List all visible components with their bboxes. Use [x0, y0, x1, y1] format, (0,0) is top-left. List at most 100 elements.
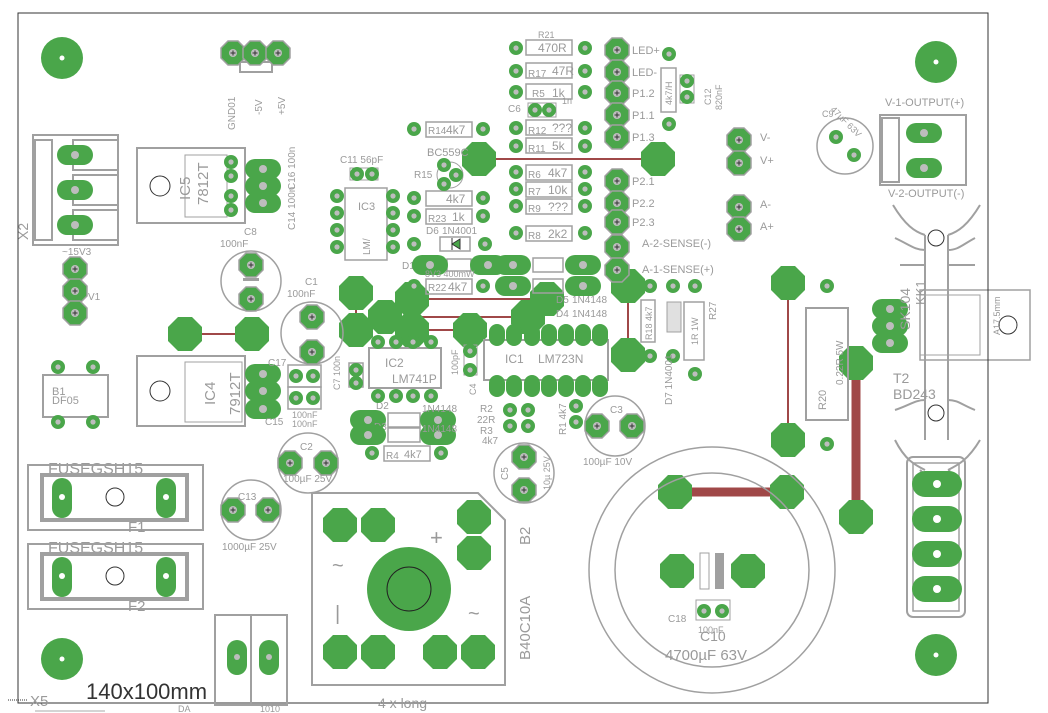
svg-text:4k7: 4k7 — [404, 449, 422, 461]
svg-text:100nF: 100nF — [698, 625, 724, 635]
svg-text:C2: C2 — [300, 442, 313, 453]
svg-text:X5: X5 — [30, 693, 48, 710]
svg-text:P2.3: P2.3 — [632, 217, 655, 229]
connector-x2: X2 — [15, 134, 119, 246]
capacitor-c1: C1 100nF — [280, 277, 344, 365]
capacitor-c2: C2 100µF 25V — [277, 432, 339, 494]
svg-text:P2.1: P2.1 — [632, 176, 655, 188]
svg-text:R22: R22 — [428, 283, 447, 294]
svg-text:D7 1N4001: D7 1N4001 — [664, 354, 675, 405]
svg-text:R15: R15 — [414, 170, 433, 181]
svg-text:|: | — [335, 603, 340, 625]
svg-text:R18 4k7: R18 4k7 — [644, 306, 654, 340]
a-header: A- A+ — [726, 194, 774, 242]
resistor-r12: R12??? — [509, 119, 592, 137]
output-connector-4pin — [906, 456, 966, 618]
capacitor-c12: C12 820nF — [679, 74, 724, 110]
resistor-r6: R6 4k7 — [509, 164, 592, 181]
svg-text:F2: F2 — [128, 598, 146, 615]
ac-sub-label: V1 — [88, 292, 101, 303]
svg-text:A-: A- — [760, 199, 771, 211]
fuse-f1: FUSEGSH15 F1 — [27, 461, 204, 536]
x1-net-top: V-1-OUTPUT(+) — [885, 97, 964, 109]
c13-value: 1000µF 25V — [222, 542, 277, 553]
mounting-hole-tr — [915, 41, 957, 83]
svg-text:V+: V+ — [760, 155, 774, 167]
svg-text:P2.2: P2.2 — [632, 198, 655, 210]
svg-text:R17: R17 — [528, 69, 547, 80]
ic3: IC3 LM/ C11 56pF — [330, 155, 400, 261]
t1-value: BC559C — [427, 147, 469, 159]
svg-text:4k7: 4k7 — [446, 123, 466, 137]
heatsink-kk1 — [892, 204, 1031, 481]
transistor-t1: BC559C R15 — [414, 147, 469, 191]
svg-text:R3: R3 — [480, 426, 493, 437]
c16-label: C16 100n — [287, 147, 298, 190]
svg-text:R14: R14 — [428, 126, 447, 137]
label-plus5v: +5V — [277, 97, 288, 115]
svg-text:C3: C3 — [610, 405, 623, 416]
svg-text:R5: R5 — [532, 89, 545, 100]
svg-text:4k7: 4k7 — [548, 166, 568, 180]
mounting-hole-br — [915, 634, 957, 676]
svg-text:C7 100n: C7 100n — [332, 356, 342, 390]
capacitor-c5: C5 10µ 25V — [493, 442, 555, 504]
svg-text:P1.2: P1.2 — [632, 88, 655, 100]
svg-text:10k: 10k — [548, 183, 568, 197]
c17-label: C17 — [268, 358, 287, 369]
svg-text:1N4148: 1N4148 — [422, 424, 457, 435]
ic1-value: LM723N — [538, 352, 583, 366]
c15-label: C15 — [265, 417, 284, 428]
svg-text:1N4148: 1N4148 — [572, 309, 607, 320]
svg-text:R6: R6 — [528, 170, 541, 181]
resistor-r20: 0.22R 5W R20 — [805, 279, 849, 451]
capacitor-c4: 100pF C4 — [450, 344, 478, 395]
svg-text:???: ??? — [548, 200, 568, 214]
b1-value: DF05 — [52, 395, 79, 407]
label-gnd: GND01 — [227, 96, 238, 130]
capacitor-c3: C3 100µF 10V — [583, 395, 646, 468]
svg-text:A+: A+ — [760, 221, 774, 233]
svg-text:5k: 5k — [552, 139, 566, 153]
svg-text:2k2: 2k2 — [548, 227, 568, 241]
svg-text:1N4148: 1N4148 — [572, 295, 607, 306]
svg-text:A-1-SENSE(+): A-1-SENSE(+) — [642, 264, 714, 276]
svg-text:R12: R12 — [528, 126, 547, 137]
diode-d3: D31N4148 — [350, 422, 457, 445]
svg-text:R11: R11 — [528, 144, 546, 155]
svg-text:47R: 47R — [552, 64, 574, 78]
board-size-label: 140x100mm — [86, 679, 207, 704]
svg-text:R1 4k7: R1 4k7 — [558, 403, 569, 435]
c8-value: 100nF — [220, 239, 248, 250]
ic4-ref: IC4 — [202, 382, 219, 405]
ic3-value: LM/ — [362, 238, 373, 255]
resistor-r9: R9??? — [509, 198, 592, 215]
svg-text:4k7: 4k7 — [446, 192, 466, 206]
x2-label: X2 — [15, 223, 31, 240]
svg-text:B2: B2 — [517, 527, 534, 545]
c14-label: C14 100n — [287, 187, 298, 230]
svg-text:+: + — [430, 525, 443, 550]
svg-text:4k7: 4k7 — [448, 280, 468, 294]
svg-text:C1: C1 — [305, 277, 318, 288]
svg-text:4k7: 4k7 — [482, 436, 499, 447]
svg-text:1010: 1010 — [260, 704, 280, 713]
svg-text:C4: C4 — [468, 383, 478, 395]
capacitor-c9: 47µF 63V C9 — [816, 104, 874, 175]
svg-text:C12: C12 — [703, 88, 713, 105]
fuse-f2: FUSEGSH15 F2 — [27, 540, 204, 615]
b1-ref: B1 — [52, 386, 65, 398]
svg-text:C9: C9 — [822, 109, 834, 119]
